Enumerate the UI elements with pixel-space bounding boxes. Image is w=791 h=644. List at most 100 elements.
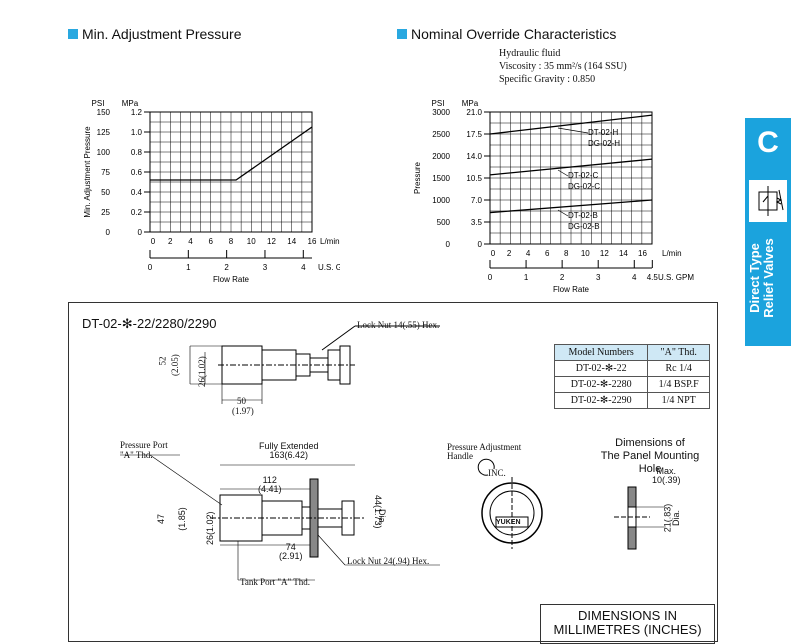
fluid-note: Hydraulic fluid Viscosity : 35 mm²/s (16… <box>499 48 627 85</box>
y-axis-label: Pressure <box>413 161 422 194</box>
bullet-square-icon <box>68 29 78 39</box>
x-tick-gpm: 1 <box>186 263 191 272</box>
y-tick-mpa: 17.5 <box>466 130 482 139</box>
x-axis-label: Flow Rate <box>213 275 250 284</box>
y-tick-psi: 1500 <box>432 174 450 183</box>
panel-hole-title: Dimensions of The Panel Mounting Hole <box>600 437 700 475</box>
lock-nut-top-label: Lock Nut 14(.55) Hex. <box>357 320 440 330</box>
dim-112-label: 112 (4.41) <box>258 475 282 494</box>
x-tick-lmin: 2 <box>168 237 173 246</box>
x-tick-gpm: 4.5 <box>647 273 659 282</box>
y-tick-mpa: 0.2 <box>131 208 143 217</box>
y-tick-psi: 150 <box>97 108 111 117</box>
y-tick-psi: 50 <box>101 188 110 197</box>
x-tick-lmin: 4 <box>188 237 193 246</box>
lmin-unit: L/min <box>320 237 340 246</box>
y-tick-mpa: 0.4 <box>131 188 143 197</box>
y-tick-mpa: 14.0 <box>466 152 482 161</box>
section-tab: C Direct Type Relief Valves <box>745 118 791 346</box>
series-label: DG-02-H <box>588 139 620 148</box>
model-code: DT-02-✻-22/2280/2290 <box>82 316 217 331</box>
leader-line <box>557 169 569 177</box>
valve-top-view <box>189 325 440 404</box>
series-label: DG-02-B <box>568 222 600 231</box>
x-tick-lmin: 6 <box>209 237 214 246</box>
y-tick-psi: 1000 <box>432 196 450 205</box>
x-tick-lmin: 12 <box>600 249 609 258</box>
pressure-adjustment-label: Pressure Adjustment Handle <box>447 442 522 461</box>
x-tick-gpm: 4 <box>632 273 637 282</box>
override-chart: 003.55007.0100010.5150014.0200017.525002… <box>413 99 694 294</box>
y-tick-psi: 75 <box>101 168 110 177</box>
gpm-unit: U.S. GPM <box>318 263 340 272</box>
x-tick-lmin: 10 <box>247 237 256 246</box>
series-label: DT-02-H <box>588 128 618 137</box>
x-tick-lmin: 2 <box>507 249 512 258</box>
valve-side-view <box>120 454 440 581</box>
right-chart-title: Nominal Override Characteristics <box>397 26 616 42</box>
series-label: DG-02-C <box>568 182 600 191</box>
mpa-unit: MPa <box>122 99 139 108</box>
psi-unit: PSI <box>432 99 445 108</box>
dim-74-label: 74 (2.91) <box>279 542 303 561</box>
x-tick-gpm: 3 <box>263 263 268 272</box>
y-tick-psi: 500 <box>437 218 451 227</box>
yuken-logo: YUKEN <box>496 519 521 526</box>
y-tick-mpa: 21.0 <box>466 108 482 117</box>
lock-nut-bottom-label: Lock Nut 24(.94) Hex. <box>347 556 430 566</box>
y-tick-psi: 0 <box>106 228 111 237</box>
y-tick-psi: 0 <box>446 240 451 249</box>
series-label: DT-02-B <box>568 211 598 220</box>
y-tick-psi: 125 <box>97 128 111 137</box>
x-tick-lmin: 12 <box>267 237 276 246</box>
mpa-unit: MPa <box>462 99 479 108</box>
y-tick-mpa: 7.0 <box>471 196 483 205</box>
y-tick-psi: 2000 <box>432 152 450 161</box>
x-axis-label: Flow Rate <box>553 285 590 294</box>
y-tick-mpa: 3.5 <box>471 218 483 227</box>
y-tick-mpa: 0 <box>478 240 483 249</box>
x-tick-gpm: 3 <box>596 273 601 282</box>
x-tick-lmin: 6 <box>545 249 550 258</box>
section-letter: C <box>757 126 779 159</box>
x-tick-lmin: 0 <box>491 249 496 258</box>
x-tick-lmin: 14 <box>619 249 628 258</box>
x-tick-lmin: 10 <box>581 249 590 258</box>
leader-line <box>557 127 589 134</box>
section-label: Direct Type Relief Valves <box>747 238 776 318</box>
x-tick-gpm: 0 <box>148 263 153 272</box>
y-tick-mpa: 1.0 <box>131 128 143 137</box>
table-header: "A" Thd. <box>647 344 710 361</box>
x-tick-lmin: 14 <box>287 237 296 246</box>
series-label: DT-02-C <box>568 171 598 180</box>
x-tick-lmin: 0 <box>151 237 156 246</box>
y-tick-mpa: 0 <box>138 228 143 237</box>
x-tick-gpm: 2 <box>560 273 565 282</box>
inc-label: INC. <box>488 468 506 478</box>
panel-hole-drawing <box>614 486 665 550</box>
x-tick-lmin: 8 <box>229 237 234 246</box>
fully-extended-label: Fully Extended 163(6.42) <box>259 441 319 460</box>
y-tick-mpa: 1.2 <box>131 108 143 117</box>
x-tick-lmin: 4 <box>526 249 531 258</box>
relief-valve-symbol-icon <box>749 180 787 222</box>
y-tick-psi: 2500 <box>432 130 450 139</box>
pressure-port-label: Pressure Port "A" Thd. <box>120 440 168 460</box>
x-tick-gpm: 0 <box>488 273 493 282</box>
max-dim-label: Max. 10(.39) <box>652 466 681 485</box>
gpm-unit: U.S. GPM <box>658 273 694 282</box>
y-tick-mpa: 0.6 <box>131 168 143 177</box>
x-tick-lmin: 16 <box>308 237 317 246</box>
y-tick-psi: 25 <box>101 208 110 217</box>
x-tick-gpm: 4 <box>301 263 306 272</box>
series-line <box>489 199 653 214</box>
dimensions-note: DIMENSIONS IN MILLIMETRES (INCHES) <box>540 604 715 644</box>
leader-line <box>557 209 569 217</box>
series-line <box>150 126 313 181</box>
series-line <box>489 158 653 176</box>
